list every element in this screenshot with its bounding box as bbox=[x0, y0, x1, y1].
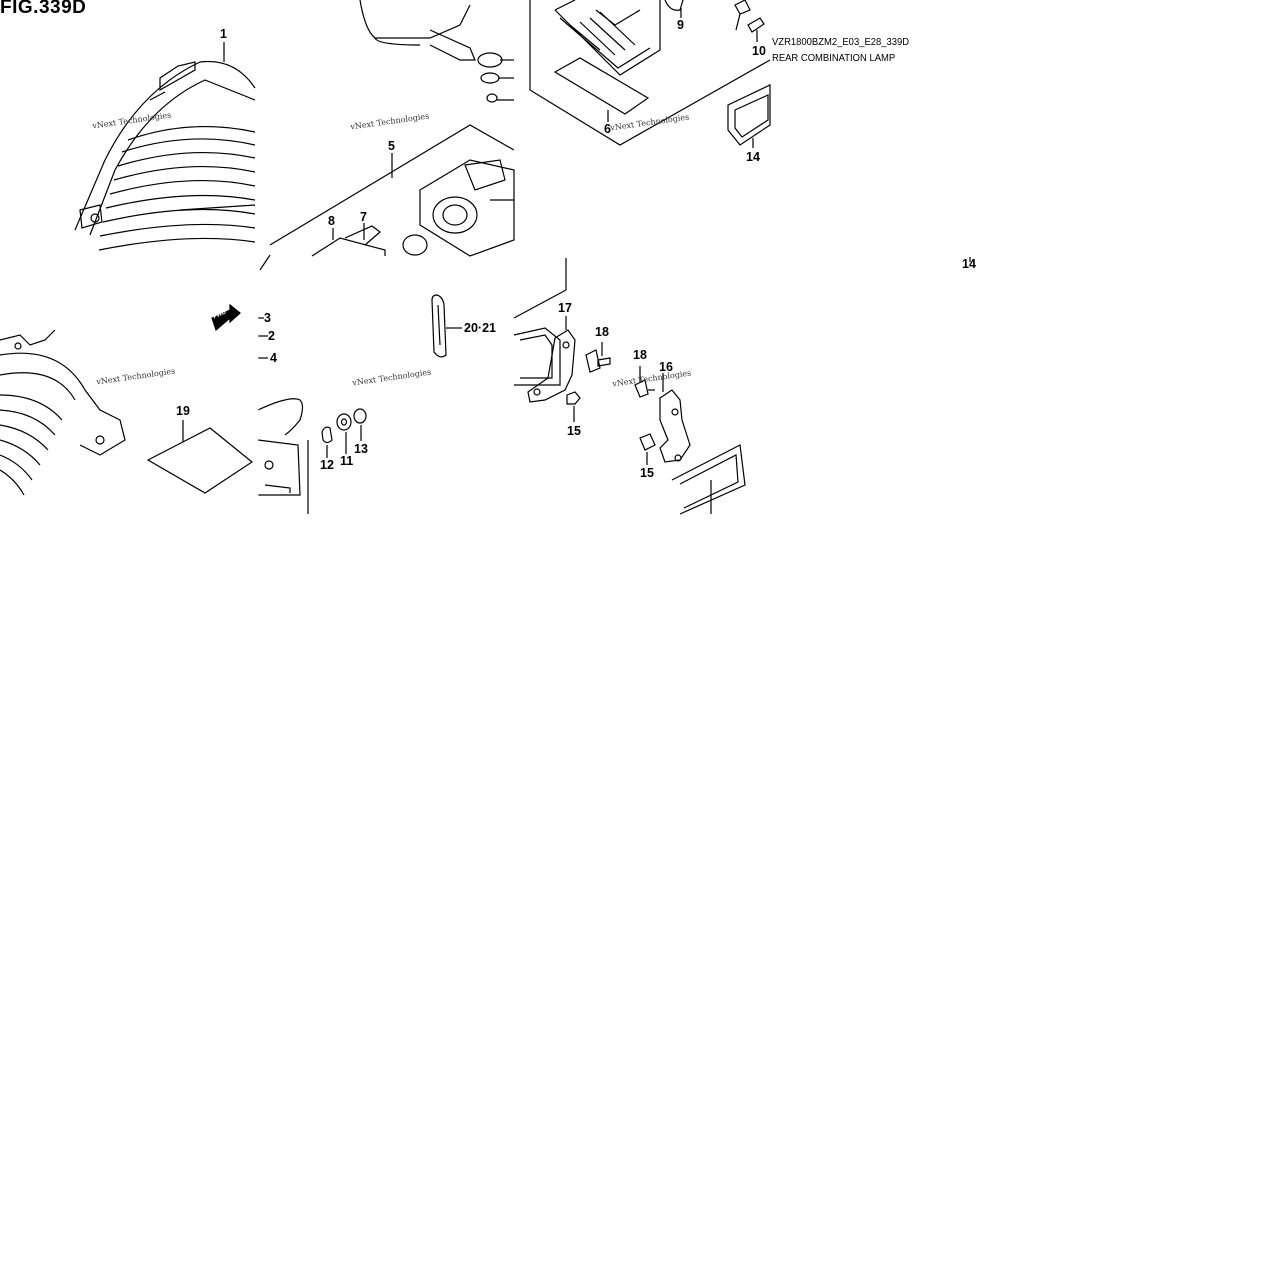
callout-7: 7 bbox=[360, 210, 367, 224]
callout-1: 1 bbox=[220, 27, 227, 41]
upper-mount-drawing bbox=[359, 0, 514, 103]
callout-19: 19 bbox=[176, 404, 190, 418]
lens-plate-6-9-drawing bbox=[529, 0, 771, 146]
callout-9: 9 bbox=[677, 18, 684, 32]
callout-12: 12 bbox=[320, 458, 334, 472]
pad-19-drawing bbox=[146, 420, 254, 494]
callout-17: 17 bbox=[558, 301, 572, 315]
callout-6: 6 bbox=[604, 122, 611, 136]
rear-lamp-housing-drawing bbox=[74, 42, 256, 251]
callout-13: 13 bbox=[354, 442, 368, 456]
bracket-assembly-drawing bbox=[513, 258, 746, 515]
callout-8: 8 bbox=[328, 214, 335, 228]
callout-14-right: 14 bbox=[962, 257, 976, 271]
callout-2: 2 bbox=[268, 329, 275, 343]
callout-4: 4 bbox=[270, 351, 277, 365]
callout-18-a: 18 bbox=[595, 325, 609, 339]
bulb-washer-drawing bbox=[257, 398, 367, 514]
gasket-7-8-drawing bbox=[311, 223, 386, 257]
strap-20-21-drawing bbox=[431, 294, 462, 358]
figure-name: REAR COMBINATION LAMP bbox=[772, 52, 896, 64]
screw-10-drawing bbox=[734, 0, 765, 42]
callout-20-21: 20·21 bbox=[464, 321, 496, 335]
callout-3: 3 bbox=[264, 311, 271, 325]
callout-16: 16 bbox=[659, 360, 673, 374]
callout-18-b: 18 bbox=[633, 348, 647, 362]
reflector-14-drawing bbox=[727, 84, 771, 148]
callout-15-a: 15 bbox=[567, 424, 581, 438]
callout-10: 10 bbox=[752, 44, 766, 58]
figure-title: FIG.339D bbox=[0, 0, 87, 18]
callout-14-top: 14 bbox=[746, 150, 760, 164]
callout-15-b: 15 bbox=[640, 466, 654, 480]
lamp-housing-lower-drawing bbox=[0, 329, 126, 496]
callout-5: 5 bbox=[388, 139, 395, 153]
callout-11: 11 bbox=[340, 454, 354, 468]
socket-plate-5-drawing bbox=[259, 124, 515, 271]
figure-code: VZR1800BZM2_E03_E28_339D bbox=[772, 36, 910, 48]
fwd-arrow-icon bbox=[211, 303, 241, 332]
